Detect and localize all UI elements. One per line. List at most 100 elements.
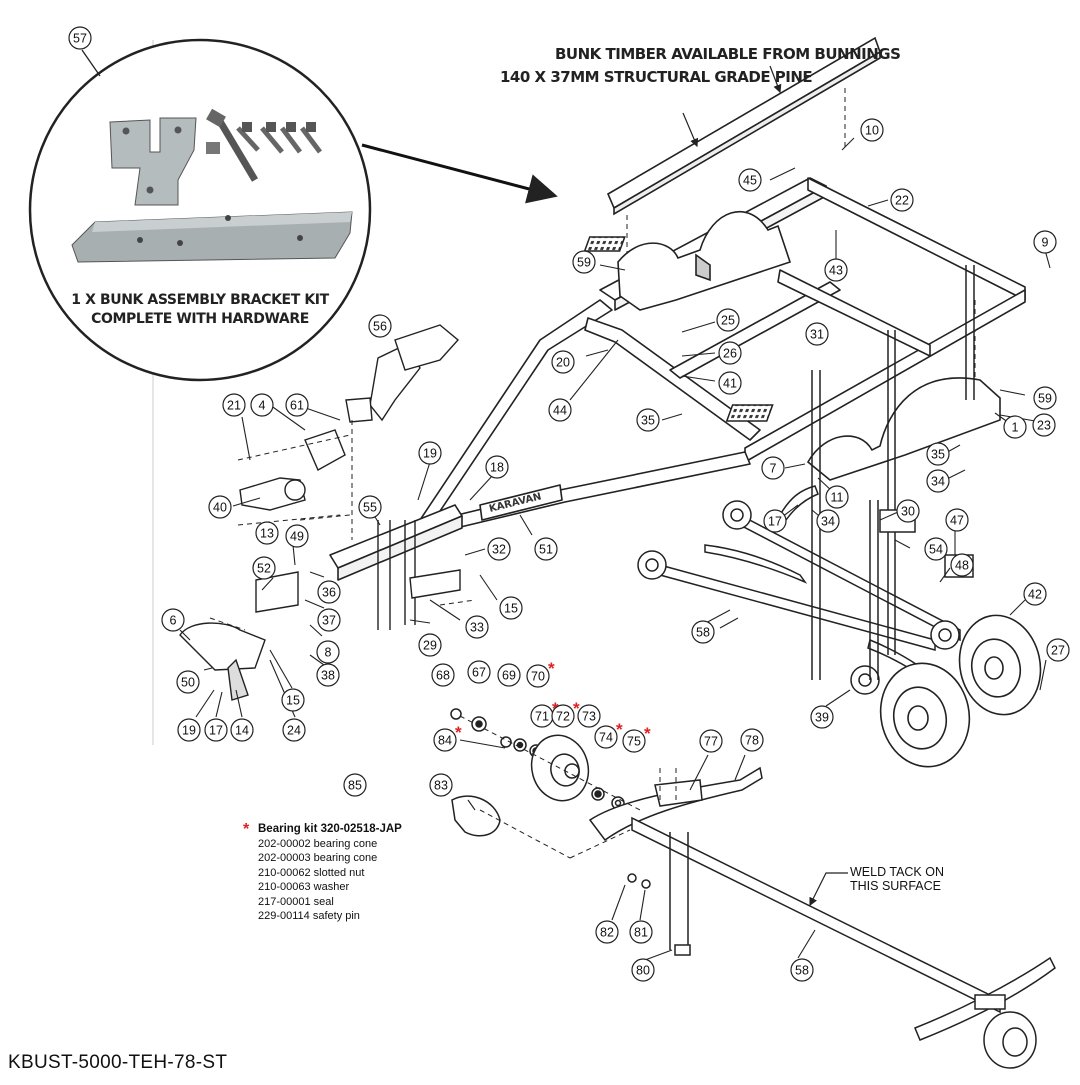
coupling-and-jockey bbox=[179, 324, 461, 701]
bearing-kit-part: 202-00002 bearing cone bbox=[258, 837, 378, 850]
callout-circle bbox=[208, 495, 232, 519]
callout-number: 19 bbox=[423, 447, 437, 461]
callout-24: 24 bbox=[282, 718, 306, 742]
callout-circle bbox=[534, 537, 558, 561]
callout-circle bbox=[497, 663, 521, 687]
callout-42: 42 bbox=[1023, 582, 1047, 606]
callout-19: 19 bbox=[418, 441, 442, 465]
weld-note-line1: WELD TACK ON bbox=[850, 865, 944, 879]
callout-47: 47 bbox=[945, 508, 969, 532]
callout-68: 68 bbox=[431, 663, 455, 687]
bearing-kit-star-mark: * bbox=[455, 723, 462, 742]
callout-circle bbox=[926, 469, 950, 493]
callout-circle bbox=[691, 620, 715, 644]
callout-50: 50 bbox=[176, 670, 200, 694]
callout-circle bbox=[551, 704, 575, 728]
callout-number: 24 bbox=[287, 724, 301, 738]
callout-number: 25 bbox=[721, 314, 735, 328]
callout-number: 39 bbox=[815, 711, 829, 725]
callout-23: 23 bbox=[1032, 413, 1056, 437]
callout-number: 50 bbox=[181, 676, 195, 690]
bolt-photo bbox=[214, 116, 259, 182]
callout-27: 27 bbox=[1046, 638, 1070, 662]
weld-note-line2: THIS SURFACE bbox=[850, 879, 941, 893]
callout-54: 54 bbox=[924, 537, 948, 561]
callout-circle bbox=[926, 442, 950, 466]
callout-number: 58 bbox=[696, 626, 710, 640]
callout-number: 33 bbox=[470, 621, 484, 635]
callout-75: 75* bbox=[622, 724, 651, 753]
callout-number: 49 bbox=[290, 530, 304, 544]
callout-circle bbox=[317, 608, 341, 632]
callout-58: 58 bbox=[790, 958, 814, 982]
callout-circle bbox=[594, 725, 618, 749]
callout-39: 39 bbox=[810, 705, 834, 729]
callout-circle bbox=[418, 633, 442, 657]
bearing-kit-star: * bbox=[243, 821, 250, 838]
callout-number: 45 bbox=[743, 174, 757, 188]
bracket-kit-line2: COMPLETE WITH HARDWARE bbox=[91, 311, 309, 327]
callout-number: 75 bbox=[627, 735, 641, 749]
u-bracket-photo bbox=[109, 117, 197, 206]
callout-circle bbox=[433, 728, 457, 752]
bearing-kit-star-mark: * bbox=[573, 699, 580, 718]
callout-circle bbox=[551, 350, 575, 374]
callout-number: 32 bbox=[492, 543, 506, 557]
callout-15: 15 bbox=[281, 688, 305, 712]
callout-6: 6 bbox=[161, 608, 185, 632]
trailer-frame bbox=[329, 177, 1026, 581]
callout-circle bbox=[924, 537, 948, 561]
bearing-kit-legend: * Bearing kit 320-02518-JAP 202-00002 be… bbox=[243, 821, 402, 924]
callout-circle bbox=[824, 258, 848, 282]
callout-circle bbox=[467, 660, 491, 684]
callout-circle bbox=[285, 393, 309, 417]
callout-34: 34 bbox=[816, 509, 840, 533]
callout-number: 19 bbox=[182, 724, 196, 738]
callout-circle bbox=[631, 958, 655, 982]
bunk-timber bbox=[606, 36, 881, 216]
bearing-kit-part: 217-00001 seal bbox=[258, 895, 334, 908]
callout-circle bbox=[230, 718, 254, 742]
callout-number: 35 bbox=[931, 448, 945, 462]
callout-15: 15 bbox=[499, 596, 523, 620]
callout-number: 55 bbox=[363, 501, 377, 515]
callout-56: 56 bbox=[368, 314, 392, 338]
callout-number: 7 bbox=[770, 462, 777, 476]
callout-number: 13 bbox=[260, 527, 274, 541]
callout-35: 35 bbox=[926, 442, 950, 466]
callout-57: 57 bbox=[68, 26, 92, 50]
callout-number: 10 bbox=[865, 124, 879, 138]
callout-20: 20 bbox=[551, 350, 575, 374]
callout-81: 81 bbox=[629, 920, 653, 944]
callout-circle bbox=[526, 664, 550, 688]
callout-circle bbox=[1033, 230, 1057, 254]
callout-circle bbox=[281, 688, 305, 712]
callout-number: 56 bbox=[373, 320, 387, 334]
callout-30: 30 bbox=[896, 499, 920, 523]
callout-number: 4 bbox=[259, 399, 266, 413]
callout-number: 59 bbox=[1038, 392, 1052, 406]
callout-59: 59 bbox=[572, 250, 596, 274]
callout-circle bbox=[487, 537, 511, 561]
callout-circle bbox=[282, 718, 306, 742]
callout-77: 77 bbox=[699, 729, 723, 753]
callout-number: 74 bbox=[599, 731, 613, 745]
callout-number: 42 bbox=[1028, 588, 1042, 602]
callout-circle bbox=[222, 393, 246, 417]
callout-38: 38 bbox=[316, 663, 340, 687]
callout-number: 21 bbox=[227, 399, 241, 413]
callout-circle bbox=[429, 773, 453, 797]
bracket-kit-line1: 1 X BUNK ASSEMBLY BRACKET KIT bbox=[71, 292, 329, 308]
callout-74: 74* bbox=[594, 720, 623, 749]
callout-67: 67 bbox=[467, 660, 491, 684]
callout-circle bbox=[699, 729, 723, 753]
inset-pointer-arrow bbox=[361, 143, 558, 204]
callout-number: 9 bbox=[1042, 236, 1049, 250]
callout-number: 67 bbox=[472, 666, 486, 680]
callout-number: 44 bbox=[553, 404, 567, 418]
callout-number: 72 bbox=[556, 710, 570, 724]
callout-45: 45 bbox=[738, 168, 762, 192]
callout-number: 54 bbox=[929, 543, 943, 557]
